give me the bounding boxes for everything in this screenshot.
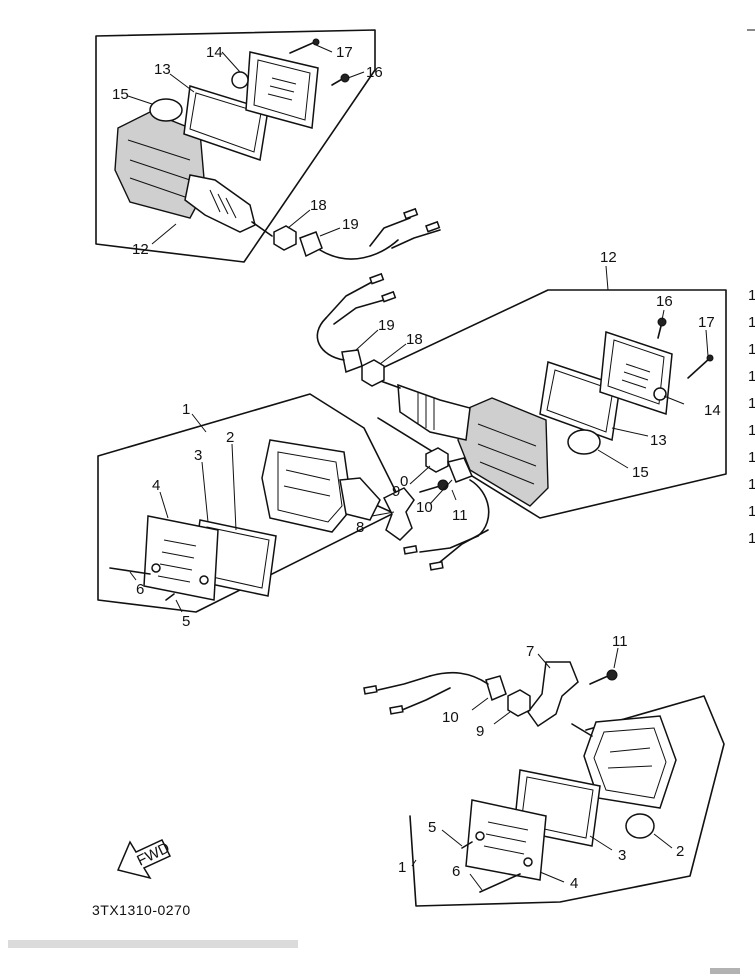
scan-noise [8, 940, 740, 974]
callout-15: 15 [112, 86, 129, 103]
callout-9: 9 [392, 483, 400, 500]
margin-mark: 1 [748, 422, 755, 439]
callout-5: 5 [428, 819, 436, 836]
flasher-assembly-front-left [97, 393, 490, 613]
callout-12: 12 [600, 249, 617, 266]
margin-mark: 1 [748, 503, 755, 520]
callout-13: 13 [650, 432, 667, 449]
callout-7: 7 [526, 643, 534, 660]
callout-17: 17 [336, 44, 353, 61]
callout-11: 11 [612, 633, 628, 650]
callout-6: 6 [452, 863, 460, 880]
callout-14: 14 [704, 402, 721, 419]
callout-4: 4 [570, 875, 578, 892]
flasher-assembly-rear-right [316, 272, 727, 519]
flasher-assembly-front-right [363, 661, 725, 907]
callout-18: 18 [310, 197, 327, 214]
callout-16: 16 [656, 293, 673, 310]
margin-mark: 1 [748, 476, 755, 493]
callout-10: 10 [416, 499, 433, 516]
margin-mark: 1 [748, 449, 755, 466]
margin-mark: 1 [748, 314, 755, 331]
margin-mark: 1 [748, 341, 755, 358]
callout-15: 15 [632, 464, 649, 481]
diagram-code: 3TX1310-0270 [92, 902, 191, 918]
callout-19: 19 [342, 216, 359, 233]
right-margin-marks: 1 1 1 1 1 1 1 1 1 1 [747, 29, 755, 547]
callouts: 17 14 16 13 15 12 18 19 12 16 17 19 18 1… [112, 44, 721, 892]
fwd-arrow-icon: FWD [116, 839, 173, 880]
callout-18: 18 [406, 331, 423, 348]
callout-14: 14 [206, 44, 223, 61]
callout-2: 2 [676, 843, 684, 860]
callout-9: 9 [476, 723, 484, 740]
callout-17: 17 [698, 314, 715, 331]
callout-19: 19 [378, 317, 395, 334]
margin-mark: 1 [748, 530, 755, 547]
callout-11: 11 [452, 507, 468, 524]
callout-2: 2 [226, 429, 234, 446]
callout-10: 10 [442, 709, 459, 726]
callout-1: 1 [182, 401, 190, 418]
callout-3: 3 [194, 447, 202, 464]
callout-3: 3 [618, 847, 626, 864]
callout-12: 12 [132, 241, 149, 258]
margin-mark: 1 [748, 368, 755, 385]
callout-8: 8 [356, 519, 364, 536]
margin-mark: 1 [748, 287, 755, 304]
callout-5: 5 [182, 613, 190, 630]
callout-4: 4 [152, 477, 160, 494]
callout-16: 16 [366, 64, 383, 81]
margin-mark: 1 [748, 395, 755, 412]
callout-6: 6 [136, 581, 144, 598]
callout-13: 13 [154, 61, 171, 78]
flasher-assembly-rear-left [95, 29, 441, 263]
callout-1: 1 [398, 859, 406, 876]
callout-0: 0 [400, 473, 408, 490]
